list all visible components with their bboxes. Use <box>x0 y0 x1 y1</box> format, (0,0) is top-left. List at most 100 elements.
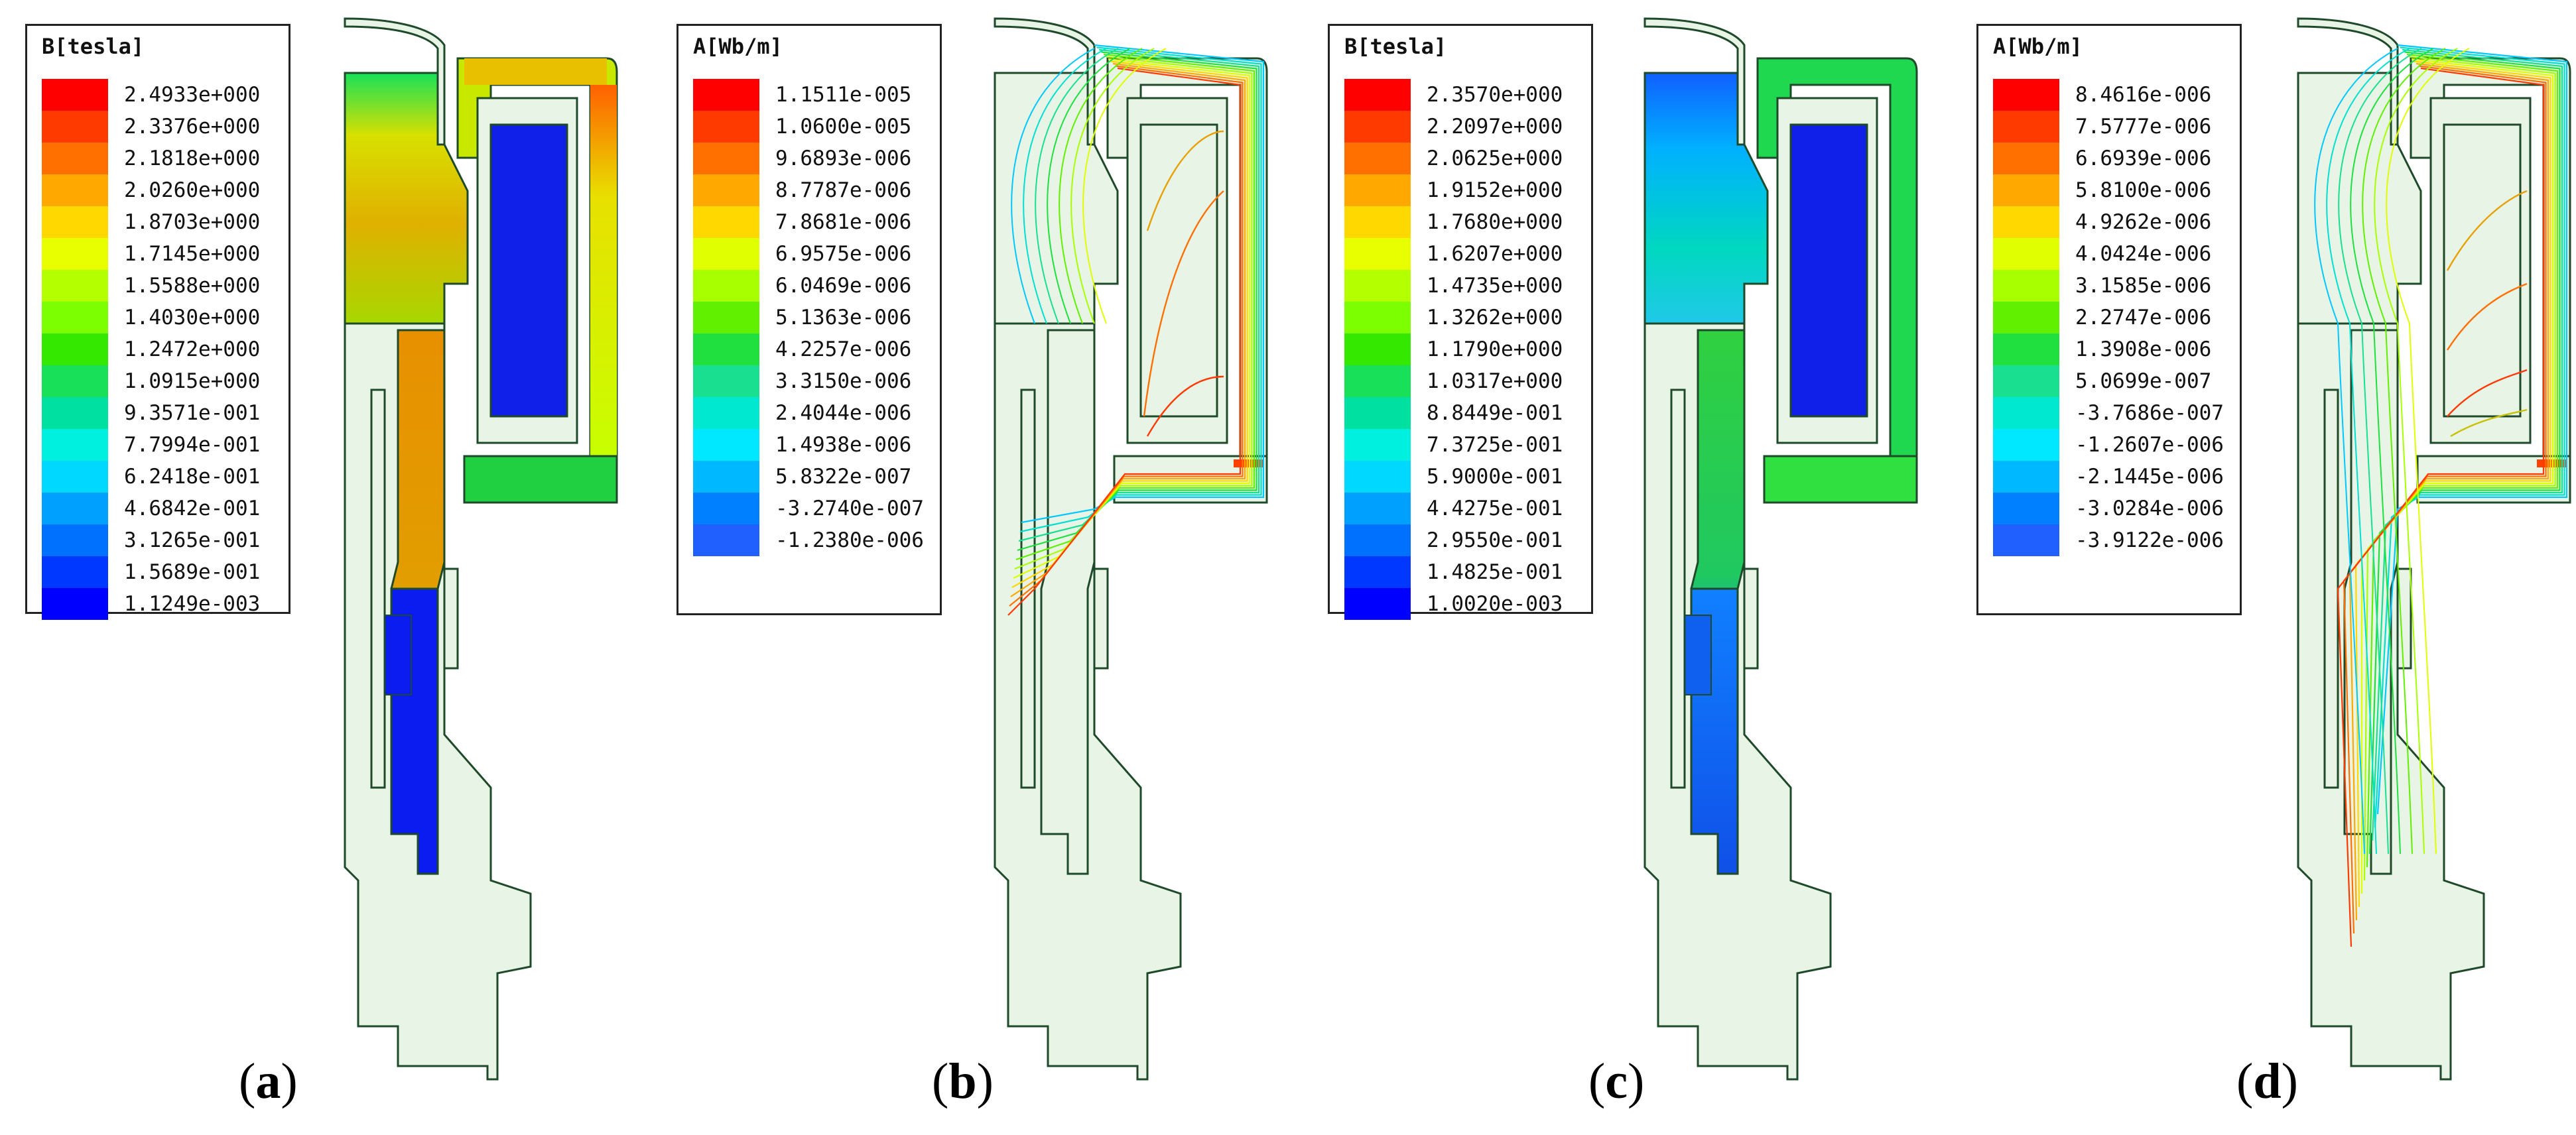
legend-swatch <box>1344 461 1411 493</box>
legend-value: 2.2097e+000 <box>1427 115 1563 139</box>
legend-value: 1.7145e+000 <box>124 242 261 266</box>
legend-value: 9.3571e-001 <box>124 401 261 425</box>
legend-swatch <box>1344 174 1411 206</box>
legend-swatch <box>42 429 108 461</box>
flux-line <box>1011 48 1095 324</box>
coil <box>1789 123 1868 418</box>
coil <box>2443 123 2522 418</box>
legend-swatch <box>42 206 108 238</box>
legend-value: 1.0915e+000 <box>124 369 261 393</box>
flux-line <box>2446 190 2528 271</box>
yoke-rail-field <box>590 85 617 456</box>
legend-swatch <box>42 333 108 365</box>
legend-swatch <box>1993 333 2059 365</box>
legend-swatch <box>1993 397 2059 429</box>
panel-b-drawing <box>994 17 1268 1081</box>
legend-value: -1.2607e-006 <box>2075 433 2224 457</box>
legend-value: 5.9000e-001 <box>1427 465 1563 489</box>
flux-line <box>2374 46 2565 828</box>
legend-swatch <box>693 111 759 143</box>
flux-line <box>2314 48 2398 855</box>
legend-swatch <box>42 556 108 588</box>
legend-value: 1.4938e-006 <box>775 433 912 457</box>
legend-value: 6.9575e-006 <box>775 242 912 266</box>
flux-line <box>2350 48 2434 855</box>
legend-value: 9.6893e-006 <box>775 147 912 170</box>
legend-value: 2.4044e-006 <box>775 401 912 425</box>
legend-swatch <box>1993 461 2059 493</box>
flux-line <box>1007 67 1242 616</box>
legend-value: 7.3725e-001 <box>1427 433 1563 457</box>
legend-value: 2.9550e-001 <box>1427 528 1563 552</box>
legend-swatch <box>693 333 759 365</box>
legend-value: 4.4275e-001 <box>1427 497 1563 520</box>
legend-title: A[Wb/m] <box>1993 34 2083 59</box>
flux-line <box>2326 48 2410 855</box>
legend-swatch <box>1993 365 2059 397</box>
legend-value: 1.8703e+000 <box>124 210 261 234</box>
legend-value: 1.5689e-001 <box>124 560 261 584</box>
flux-line <box>2374 48 2458 855</box>
guide-slot <box>2396 568 2412 670</box>
legend-value: 1.0600e-005 <box>775 115 912 139</box>
flux-line <box>1082 48 1167 324</box>
legend-swatch <box>1993 143 2059 174</box>
legend-swatch <box>1344 238 1411 270</box>
coil <box>1139 123 1218 418</box>
flux-line <box>1023 48 1107 324</box>
legend-swatch <box>1344 143 1411 174</box>
legend-swatch <box>1344 270 1411 302</box>
legend-value: 1.3908e-006 <box>2075 337 2212 361</box>
panel-a-drawing <box>344 17 618 1081</box>
legend-value: -2.1445e-006 <box>2075 465 2224 489</box>
legend-swatch <box>693 429 759 461</box>
legend-value: 1.5588e+000 <box>124 274 261 298</box>
flux-line <box>2363 56 2556 881</box>
legend-value: 1.4030e+000 <box>124 306 261 329</box>
flux-line <box>1059 48 1143 324</box>
legend-swatch <box>1993 429 2059 461</box>
flux-line <box>2362 48 2446 855</box>
legend-swatch <box>1344 429 1411 461</box>
panel-label-b: (b) <box>932 1053 994 1109</box>
guide-rail <box>2323 388 2339 789</box>
pole-piece <box>1643 72 1769 325</box>
legend-swatch <box>42 79 108 111</box>
legend-swatch <box>693 397 759 429</box>
legend-swatch <box>1993 493 2059 524</box>
flux-line <box>1009 65 1244 607</box>
legend-swatch <box>1344 556 1411 588</box>
legend-value: 8.4616e-006 <box>2075 83 2212 107</box>
flux-line <box>2338 48 2422 855</box>
legend-swatch <box>693 524 759 556</box>
legend-swatch <box>42 143 108 174</box>
panel-label-c: (c) <box>1588 1053 1645 1109</box>
armature-tab <box>384 615 412 695</box>
legend-swatch <box>42 111 108 143</box>
plunger <box>1040 329 1096 875</box>
legend-value: 4.6842e-001 <box>124 497 261 520</box>
legend-swatch <box>42 238 108 270</box>
legend-value: 1.4735e+000 <box>1427 274 1563 298</box>
flux-line <box>1014 56 1253 570</box>
legend-swatch <box>1344 524 1411 556</box>
legend-value: 1.1249e-003 <box>124 592 261 616</box>
legend-value: 8.7787e-006 <box>775 178 912 202</box>
flux-line <box>1146 375 1224 437</box>
flux-line <box>1011 60 1248 588</box>
legend-value: 5.0699e-007 <box>2075 369 2212 393</box>
legend-title: B[tesla] <box>1344 34 1447 59</box>
legend-value: 6.0469e-006 <box>775 274 912 298</box>
panel-label-d: (d) <box>2236 1053 2298 1109</box>
legend-value: 3.3150e-006 <box>775 369 912 393</box>
flux-line <box>1017 51 1257 552</box>
legend-value: 1.6207e+000 <box>1427 242 1563 266</box>
legend-title: B[tesla] <box>42 34 145 59</box>
pole-plate <box>463 455 618 504</box>
legend-swatch <box>693 461 759 493</box>
legend-swatch <box>693 238 759 270</box>
legend-swatch <box>693 206 759 238</box>
legend-swatch <box>42 174 108 206</box>
spring-arm <box>994 17 1096 146</box>
